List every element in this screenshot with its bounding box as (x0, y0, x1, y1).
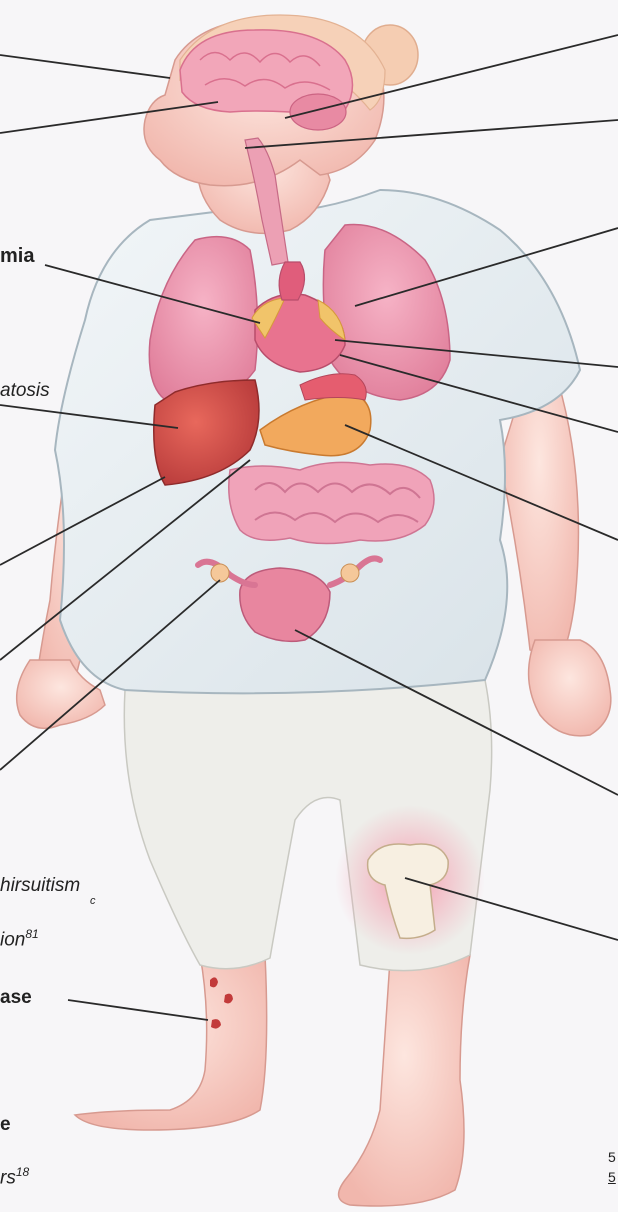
label-rs: rs18 (0, 1166, 29, 1187)
leader-line-ase (68, 1000, 208, 1020)
label-ion-ref: 81 (25, 927, 38, 941)
label-rs-ref: 18 (16, 1165, 29, 1179)
label-ase: ase (0, 988, 32, 1007)
right-leg (339, 955, 470, 1206)
ovary-right (341, 564, 359, 582)
right-hand (529, 640, 611, 736)
left-leg (75, 955, 267, 1130)
label-atosis: atosis (0, 381, 50, 400)
label-rs-text: rs (0, 1167, 16, 1188)
label-ion-text: ion (0, 929, 25, 950)
uterus (240, 568, 330, 641)
label-corner-1: 5 (608, 1150, 616, 1164)
label-mia: mia (0, 246, 34, 266)
ovary-left (211, 564, 229, 582)
label-hirsuitism: hirsuitism (0, 876, 80, 895)
label-e: e (0, 1115, 11, 1134)
label-corner-2: 5 (608, 1170, 616, 1184)
leader-line-brain (0, 55, 170, 78)
label-hirsuitism-text: hirsuitism (0, 875, 80, 896)
label-hirsuitism-ref: c (90, 896, 96, 907)
label-ion: ion81 (0, 928, 39, 949)
intestines (229, 462, 434, 543)
aorta (279, 262, 304, 300)
cerebellum (290, 94, 346, 130)
